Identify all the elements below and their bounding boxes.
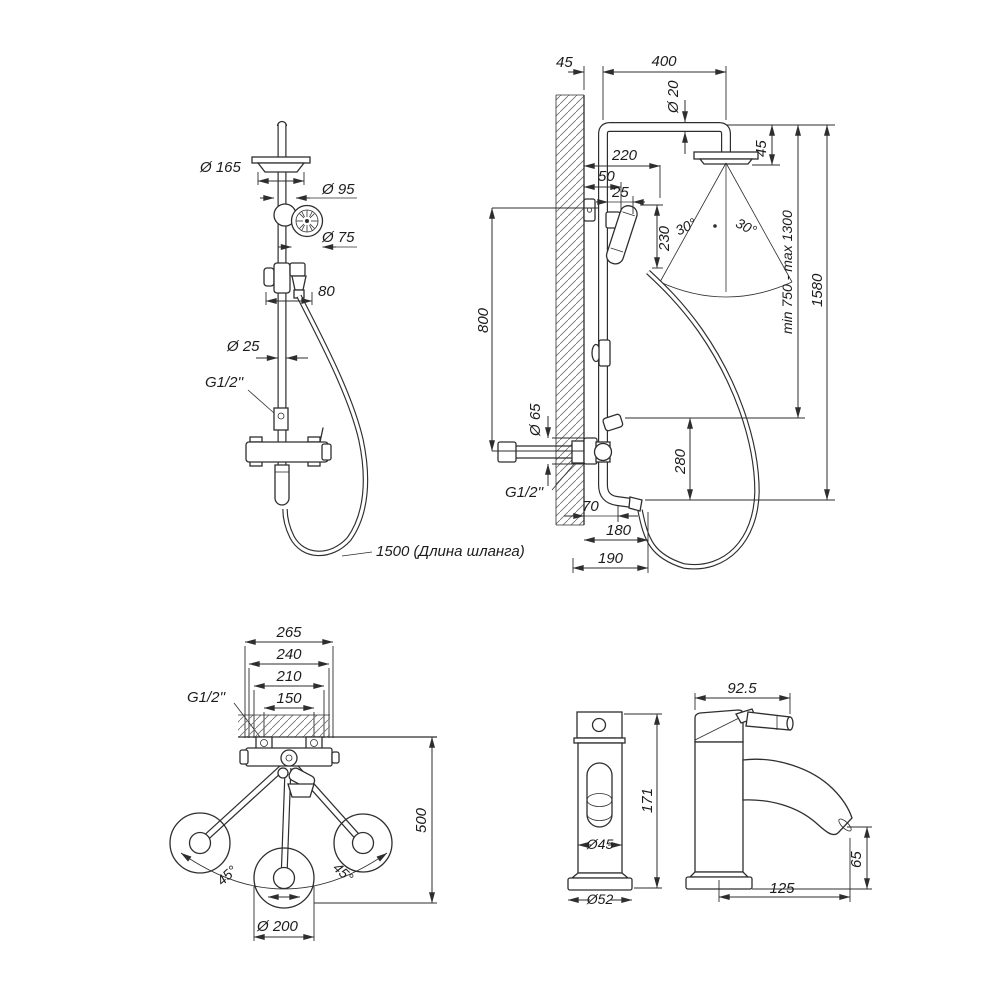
swing-angle-right-label: 45°: [330, 859, 357, 885]
dim-280-label: 280: [672, 448, 689, 475]
dim-400-label: 400: [651, 53, 677, 70]
dim-65-label: 65: [848, 851, 865, 868]
dim-d20-label: Ø 20: [665, 80, 682, 114]
dim-80-label: 80: [318, 283, 335, 300]
hose-length-label: 1500 (Длина шланга): [376, 543, 525, 560]
spray-angle-right-label: 30°: [733, 215, 759, 239]
plan-g12-label: G1/2'': [187, 689, 226, 706]
faucet-side-view: 92.5 65 125: [685, 680, 872, 902]
plan-view: 265 240 210 150 G1/2'': [169, 624, 437, 941]
dim-d65-label: Ø 65: [527, 403, 544, 437]
dim-925-label: 92.5: [727, 680, 757, 697]
swing-angle-left-label: 45°: [213, 862, 240, 888]
side-view: 30° 30°: [475, 53, 835, 573]
dim-171-label: 171: [639, 788, 656, 813]
dim-150-label: 150: [276, 690, 302, 707]
dim-800-label: 800: [475, 307, 492, 333]
dim-d25-label: Ø 25: [226, 338, 260, 355]
dim-265-label: 265: [275, 624, 302, 641]
side-g12-label: G1/2'': [505, 484, 544, 501]
dim-45-wall-label: 45: [556, 54, 573, 71]
dim-range-label: min 750 - max 1300: [779, 210, 795, 334]
dim-d52-label: Ø52: [586, 891, 614, 907]
dim-d75-label: Ø 75: [321, 229, 355, 246]
front-g12-label: G1/2'': [205, 374, 244, 391]
dim-125-label: 125: [769, 880, 795, 897]
dim-1580-label: 1580: [809, 273, 826, 307]
hand-shower-spokes: [296, 210, 318, 232]
dim-d200-label: Ø 200: [256, 918, 299, 935]
dim-190-label: 190: [598, 550, 624, 567]
dim-d45-label: Ø45: [586, 836, 614, 852]
dim-240-label: 240: [275, 646, 302, 663]
dim-220-label: 220: [611, 147, 638, 164]
dim-45-head-label: 45: [753, 140, 770, 157]
dim-180-label: 180: [606, 522, 632, 539]
dim-500-label: 500: [413, 807, 430, 833]
dim-d165-label: Ø 165: [199, 159, 242, 176]
front-view: Ø 165 Ø 95 Ø 75 80 Ø 25 G1/2'' 1500 (Дли…: [199, 120, 525, 560]
dim-25-label: 25: [611, 184, 629, 201]
dim-70-label: 70: [582, 498, 599, 515]
dim-d95-label: Ø 95: [321, 181, 355, 198]
dim-210-label: 210: [275, 668, 302, 685]
faucet-front-view: Ø45 Ø52 171: [567, 711, 662, 907]
dim-50-label: 50: [598, 168, 615, 185]
dim-230-label: 230: [656, 225, 673, 252]
